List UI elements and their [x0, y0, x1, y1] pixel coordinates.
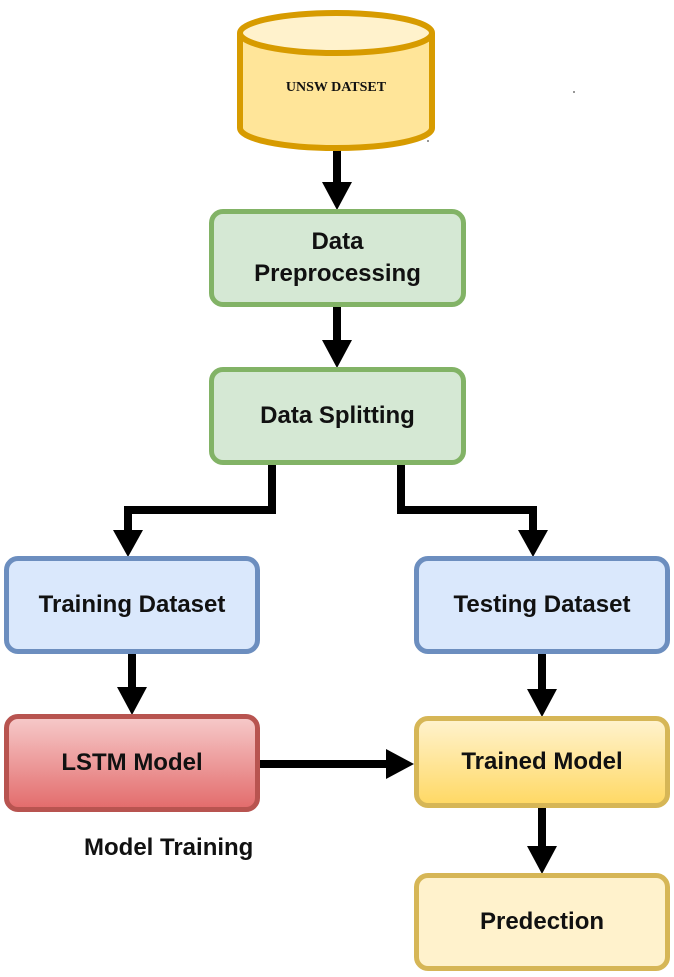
trained-model-label: Trained Model — [461, 748, 623, 775]
arrowhead-lstm — [117, 687, 147, 715]
testing-dataset-label: Testing Dataset — [453, 591, 631, 618]
prediction-node: Predection — [414, 873, 670, 971]
arrowhead-testing — [518, 530, 548, 557]
testing-dataset-node: Testing Dataset — [414, 556, 670, 654]
model-training-caption: Model Training — [84, 834, 254, 861]
connector-splitting-to-testing — [397, 465, 537, 533]
lstm-model-label: LSTM Model — [61, 749, 203, 776]
stray-dot — [427, 140, 429, 142]
data-splitting-label: Data Splitting — [260, 402, 415, 429]
arrowhead-preprocessing — [322, 182, 352, 210]
data-preprocessing-node: Data Preprocessing — [209, 209, 466, 307]
stray-dot — [573, 91, 575, 93]
arrowhead-training — [113, 530, 143, 557]
connector-splitting-to-training — [124, 465, 276, 533]
database-label: UNSW DATSET — [285, 80, 387, 95]
data-preprocessing-label-line2: Preprocessing — [254, 260, 421, 287]
data-preprocessing-label-line1: Data — [311, 228, 364, 255]
lstm-model-node: LSTM Model — [4, 714, 260, 812]
arrowhead-trained-from-lstm — [386, 749, 414, 779]
data-splitting-node: Data Splitting — [209, 367, 466, 465]
arrowhead-prediction — [527, 846, 557, 874]
prediction-label: Predection — [479, 908, 605, 935]
training-dataset-node: Training Dataset — [4, 556, 260, 654]
training-dataset-label: Training Dataset — [38, 591, 226, 618]
trained-model-node: Trained Model — [414, 716, 670, 808]
arrowhead-trained-from-testing — [527, 689, 557, 717]
arrowhead-splitting — [322, 340, 352, 368]
